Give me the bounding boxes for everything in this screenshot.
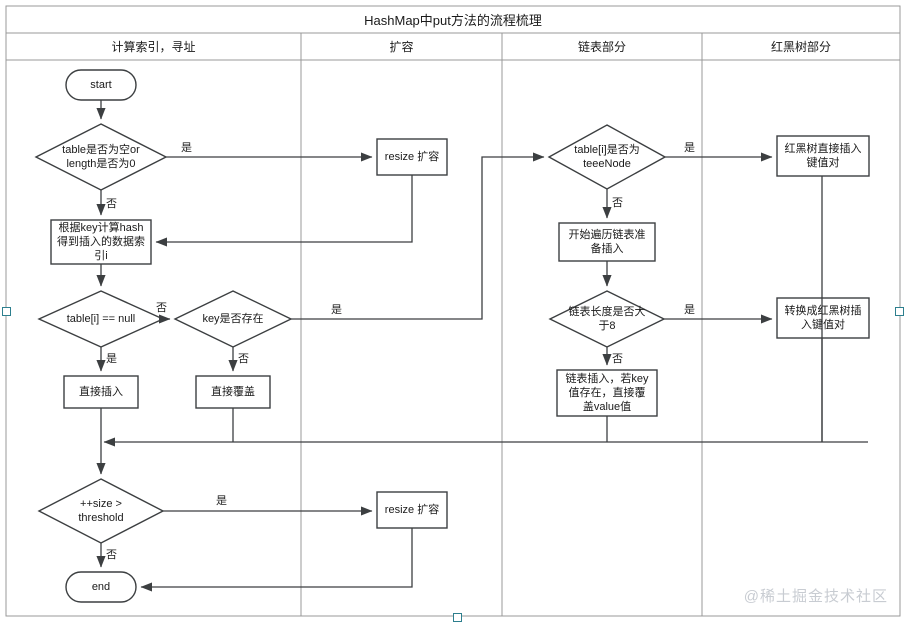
- node-table-empty[interactable]: [34, 123, 168, 191]
- node-traverse-list[interactable]: [558, 222, 656, 262]
- edge-label-key-exists-yes: 是: [331, 304, 342, 316]
- node-list-insert[interactable]: [556, 369, 658, 417]
- edge-label-listlen-yes: 是: [684, 304, 695, 316]
- watermark: @稀土掘金技术社区: [743, 588, 888, 605]
- node-rbtree-insert[interactable]: [776, 135, 870, 177]
- node-table-i-null[interactable]: [37, 290, 165, 348]
- edge-label-table-empty-no: 否: [106, 198, 117, 210]
- edge-label-key-exists-no: 否: [238, 353, 249, 365]
- edge-label-listlen-no: 否: [612, 353, 623, 365]
- node-key-exists[interactable]: [173, 290, 293, 348]
- edge-resize-top-to-calc-hash: [155, 175, 413, 247]
- node-direct-insert[interactable]: [63, 375, 139, 409]
- node-end[interactable]: [65, 571, 137, 603]
- selection-handle-left[interactable]: [2, 307, 11, 316]
- edge-label-table-i-yes: 是: [106, 353, 117, 365]
- selection-handle-right[interactable]: [895, 307, 904, 316]
- node-is-tree-node[interactable]: [547, 124, 667, 190]
- node-resize-top[interactable]: [376, 138, 448, 176]
- edge-label-table-i-no: 否: [156, 302, 167, 314]
- node-start[interactable]: [65, 69, 137, 101]
- node-convert-rbtree[interactable]: [776, 297, 870, 339]
- edge-label-table-empty-yes: 是: [181, 142, 192, 154]
- edge-label-is-tree-yes: 是: [684, 142, 695, 154]
- selection-handle-bottom[interactable]: [453, 613, 462, 622]
- node-list-len-gt8[interactable]: [548, 290, 666, 348]
- node-direct-overwrite[interactable]: [195, 375, 271, 409]
- edge-label-is-tree-no: 否: [612, 197, 623, 209]
- node-resize-bottom[interactable]: [376, 491, 448, 529]
- edge-resize-bottom-to-end: [140, 528, 413, 592]
- edge-label-size-yes: 是: [216, 495, 227, 507]
- edge-key-exists-yes: [291, 152, 545, 320]
- edge-label-size-no: 否: [106, 549, 117, 561]
- node-size-threshold[interactable]: [37, 478, 165, 544]
- node-calc-hash[interactable]: [50, 219, 152, 265]
